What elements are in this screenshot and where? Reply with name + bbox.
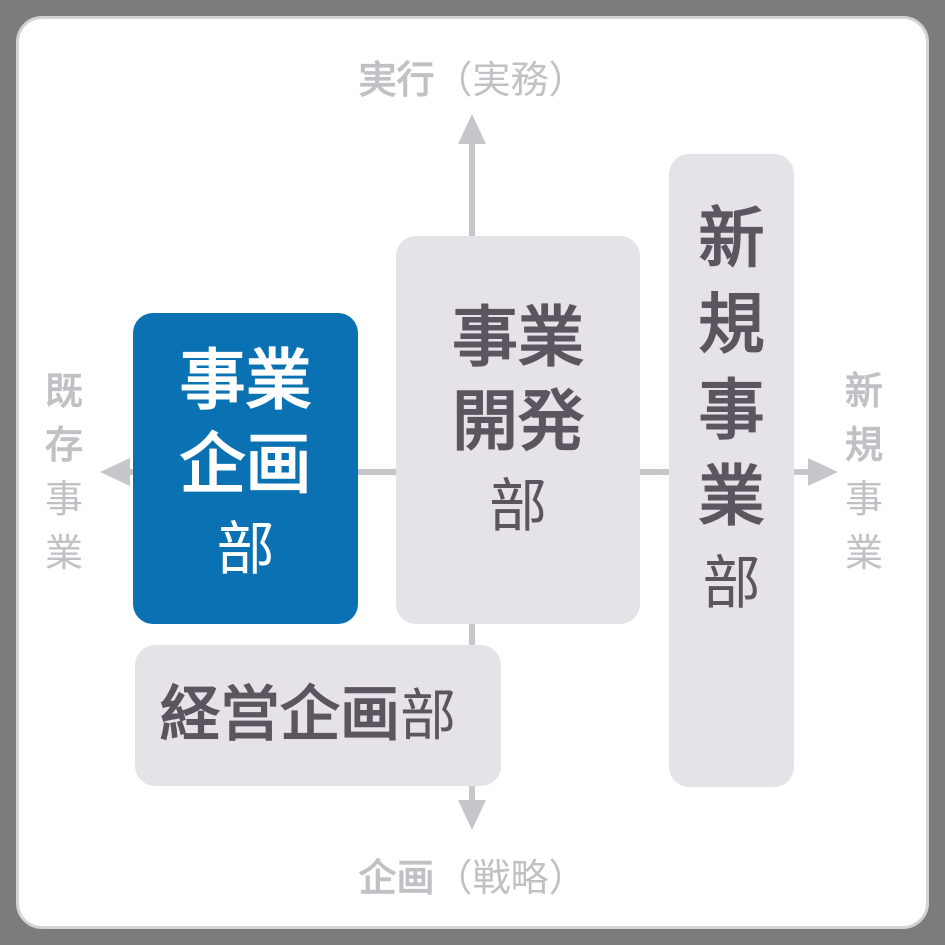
axis-char: 事 <box>44 477 83 521</box>
axis-char: 既 <box>44 369 83 413</box>
axis-label-execution: 実行（実務） <box>0 60 945 100</box>
axis-char: 業 <box>844 531 883 575</box>
axis-label-execution-main: 実行 <box>358 58 435 102</box>
axis-label-planning: 企画（戦略） <box>0 858 945 898</box>
box-corporate-planning-label: 経営企画部 <box>160 675 456 770</box>
axis-label-planning-main: 企画 <box>358 856 435 900</box>
arrow-left-icon <box>100 458 130 486</box>
arrow-right-icon <box>808 458 838 486</box>
axis-char: 新 <box>844 369 883 413</box>
box-text-char: 規 <box>698 286 765 363</box>
box-text-line: 事業 <box>179 342 312 419</box>
box-text-char: 業 <box>698 458 765 535</box>
box-text-suffix: 部 <box>488 472 547 540</box>
box-text-main: 経営企画 <box>160 680 400 750</box>
axis-label-existing-business: 既 存 事 業 <box>34 364 94 580</box>
arrow-up-icon <box>458 114 486 144</box>
box-business-development: 事業 開発 部 <box>396 236 640 624</box>
box-corporate-planning <box>135 645 501 786</box>
axis-char: 規 <box>844 423 883 467</box>
box-text-suffix: 部 <box>216 515 275 583</box>
box-business-planning: 事業 企画 部 <box>133 313 358 624</box>
box-text-char: 新 <box>698 200 765 277</box>
box-new-business: 新 規 事 業 部 <box>669 154 794 787</box>
box-text-suffix: 部 <box>702 549 761 617</box>
axis-label-execution-paren: （実務） <box>434 58 587 102</box>
arrow-down-icon <box>458 800 486 830</box>
box-text-line: 企画 <box>179 426 312 503</box>
box-text-line: 事業 <box>452 299 584 376</box>
axis-label-planning-paren: （戦略） <box>434 856 587 900</box>
box-text-suffix: 部 <box>400 684 456 749</box>
axis-char: 事 <box>844 477 883 521</box>
axis-label-new-business: 新 規 事 業 <box>834 364 894 580</box>
box-text-line: 開発 <box>452 383 584 460</box>
axis-char: 業 <box>44 531 83 575</box>
box-text-char: 事 <box>698 372 765 449</box>
axis-char: 存 <box>44 423 83 467</box>
